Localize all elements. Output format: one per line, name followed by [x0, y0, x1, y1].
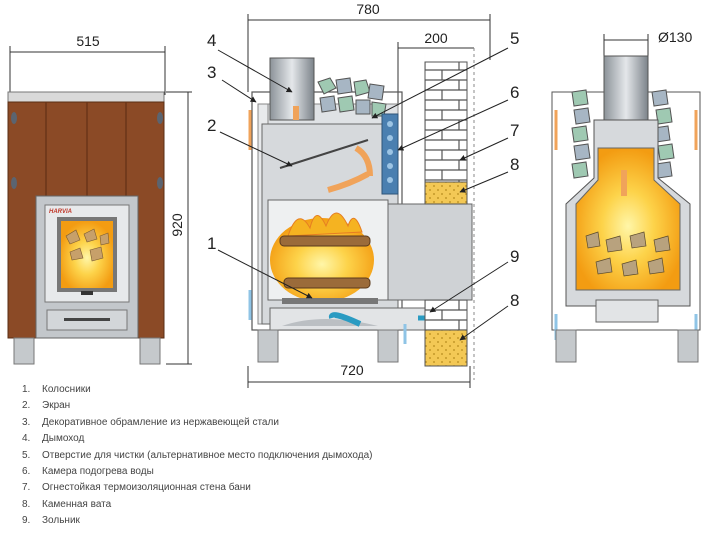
logs [279, 235, 371, 289]
top-plate [7, 91, 165, 103]
chimney-diameter-label: Ø130 [658, 29, 692, 45]
door-glass [61, 221, 113, 288]
water-bubbles [387, 121, 393, 183]
legend-list: 1. Колосники 2. Экран 3. Декоративное обрам… [22, 382, 373, 530]
legend-item: 3. Декоративное обрамление из нержавеющей… [22, 415, 373, 431]
legend-text: Экран [42, 400, 71, 412]
stone-wool-upper [424, 181, 468, 205]
legend-number: 5. [22, 449, 31, 461]
side-leg-left [257, 329, 279, 363]
side-leg-right [377, 329, 399, 363]
callout-9: 9 [510, 247, 519, 266]
front-section-leg-right [677, 329, 699, 363]
legend-text: Камера подогрева воды [42, 465, 154, 477]
front-leg-left [13, 337, 35, 365]
chimney-pipe [269, 57, 315, 121]
legend-item: 8. Каменная вата [22, 497, 373, 513]
legend-text: Отверстие для чистки (альтернативное мес… [42, 449, 373, 461]
ash-drawer-handle [64, 318, 110, 321]
legend-text: Колосники [42, 384, 91, 395]
casing-clip-icon [157, 177, 163, 189]
chimney-offset-label: 200 [424, 30, 448, 46]
casing-clip-icon [11, 177, 17, 189]
legend-text: Огнестойкая термоизоляционная стена бани [42, 482, 251, 494]
front-section-ash-pan [595, 299, 659, 323]
side-depth-label: 780 [356, 1, 380, 17]
brick-wall-lower [424, 299, 468, 331]
legend-number: 1. [22, 384, 31, 395]
legend-text: Декоративное обрамление из нержавеющей с… [42, 416, 279, 428]
callout-3: 3 [207, 63, 216, 82]
stone-wool-lower [424, 329, 468, 367]
hot-air-arrow-icon [354, 145, 373, 177]
callout-2: 2 [207, 116, 216, 135]
grate [282, 298, 378, 304]
callout-8-upper: 8 [510, 155, 519, 174]
front-section-leg-left [555, 329, 577, 363]
side-depth-bottom-label: 720 [340, 362, 364, 378]
side-section-view: 780 200 [207, 1, 519, 388]
heat-screen-plate [279, 139, 369, 169]
callout-6: 6 [510, 83, 519, 102]
flames [287, 212, 363, 237]
callout-4: 4 [207, 31, 216, 50]
brand-logo: HARVIA [49, 209, 72, 215]
legend-text: Зольник [42, 515, 80, 527]
legend-item: 2. Экран [22, 398, 373, 414]
callout-lines [217, 47, 509, 341]
legend-number: 7. [22, 482, 31, 494]
front-section-chimney [603, 55, 649, 121]
front-leg-right [139, 337, 161, 365]
legend-text: Дымоход [42, 433, 85, 445]
legend-item: 9. Зольник [22, 513, 373, 529]
glass-stones [65, 228, 110, 262]
legend-number: 6. [22, 465, 31, 477]
front-section-stones-inside [585, 231, 671, 277]
legend-item: 1. Колосники [22, 382, 373, 398]
front-section-view: Ø130 [551, 29, 701, 363]
stones [317, 77, 387, 117]
legend-item: 4. Дымоход [22, 431, 373, 447]
fire-tunnel [387, 203, 473, 301]
height-label: 920 [169, 213, 185, 237]
casing-clip-icon [157, 112, 163, 124]
callout-7: 7 [510, 121, 519, 140]
legend-text: Каменная вата [42, 498, 112, 510]
legend-item: 7. Огнестойкая термоизоляционная стена ба… [22, 480, 373, 496]
front-section-fire [575, 147, 681, 291]
legend-number: 4. [22, 433, 31, 445]
hot-air-arrow-icon [327, 171, 370, 193]
casing-clip-icon [11, 112, 17, 124]
legend-number: 8. [22, 498, 31, 510]
front-width-label: 515 [76, 33, 100, 49]
callout-8-lower: 8 [510, 291, 519, 310]
callout-1: 1 [207, 234, 216, 253]
legend-number: 3. [22, 416, 31, 428]
door-handle [81, 291, 93, 295]
legend-item: 5. Отверстие для чистки (альтернативное м… [22, 448, 373, 464]
legend-number: 2. [22, 400, 31, 412]
cold-air-arrow-icon [328, 312, 362, 327]
callout-5: 5 [510, 29, 519, 48]
front-view: 515 HARVIA 920 [7, 33, 192, 365]
legend-number: 9. [22, 515, 31, 527]
legend-item: 6. Камера подогрева воды [22, 464, 373, 480]
